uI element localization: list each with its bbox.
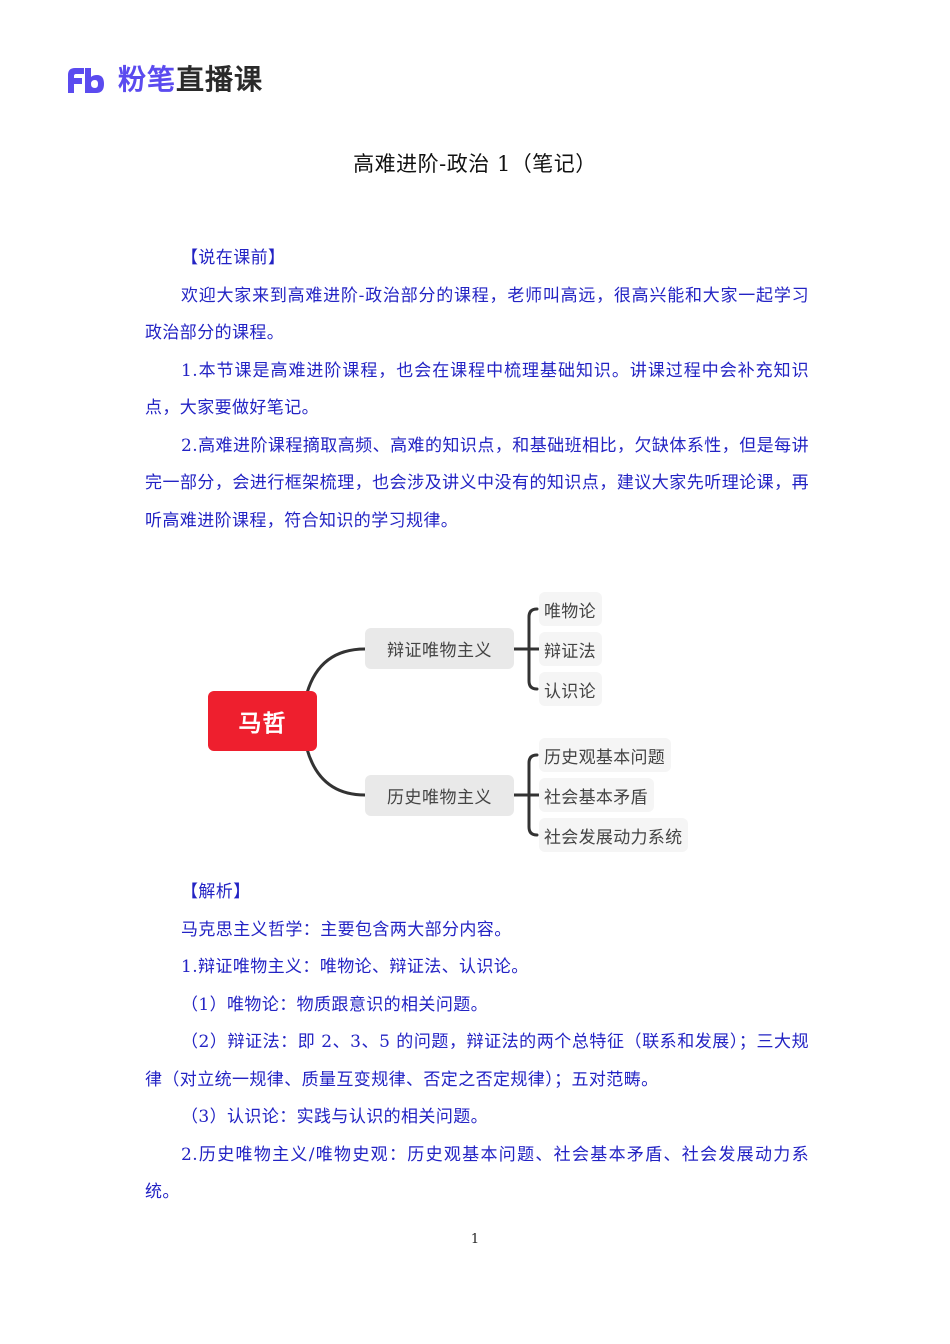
analysis-paragraph: （2）辩证法：即 2、3、5 的问题，辩证法的两个总特征（联系和发展）；三大规律… — [145, 1032, 809, 1090]
mind-map: 马哲 辩证唯物主义 唯物论 辩证法 认识论 历史唯物主义 历史观基本问题 社会基… — [200, 585, 720, 855]
mind-map-leaf-node: 认识论 — [539, 672, 602, 706]
analysis-paragraph: （1）唯物论：物质跟意识的相关问题。 — [181, 994, 489, 1015]
mind-map-leaf-node: 社会基本矛盾 — [539, 778, 654, 812]
analysis-paragraph: 1.辩证唯物主义：唯物论、辩证法、认识论。 — [181, 957, 529, 977]
document-title: 高难进阶-政治 1（笔记） — [353, 152, 597, 176]
intro-paragraph: 欢迎大家来到高难进阶-政治部分的课程，老师叫高远，很高兴能和大家一起学习政治部分… — [145, 285, 809, 344]
mind-map-leaf-node: 辩证法 — [539, 632, 602, 666]
intro-paragraph: 1.本节课是高难进阶课程，也会在课程中梳理基础知识。讲课过程中会补充知识点，大家… — [145, 360, 809, 419]
mind-map-branch-node: 辩证唯物主义 — [365, 628, 514, 669]
page-number: 1 — [470, 1232, 480, 1247]
brand-name-primary: 粉笔 — [118, 63, 177, 96]
brand-name-secondary: 直播课 — [176, 63, 264, 96]
intro-paragraph: 2.高难进阶课程摘取高频、高难的知识点，和基础班相比，欠缺体系性，但是每讲完一部… — [145, 435, 809, 531]
analysis-label: 【解析】 — [181, 882, 251, 902]
mind-map-leaf-node: 社会发展动力系统 — [539, 818, 689, 852]
fenbi-fb-logo-icon — [68, 68, 104, 93]
analysis-paragraph: 马克思主义哲学：主要包含两大部分内容。 — [181, 919, 512, 940]
intro-section: 【说在课前】 欢迎大家来到高难进阶-政治部分的课程，老师叫高远，很高兴能和大家一… — [145, 240, 809, 540]
analysis-section: 【解析】 马克思主义哲学：主要包含两大部分内容。 1.辩证唯物主义：唯物论、辩证… — [145, 874, 809, 1212]
analysis-paragraph: （3）认识论：实践与认识的相关问题。 — [181, 1107, 489, 1127]
analysis-paragraph: 2.历史唯物主义/唯物史观：历史观基本问题、社会基本矛盾、社会发展动力系统。 — [145, 1144, 809, 1203]
mind-map-root-node: 马哲 — [208, 691, 317, 751]
mind-map-leaf-node: 历史观基本问题 — [539, 738, 672, 772]
brand-logo: 粉笔直播课 — [66, 62, 263, 98]
mind-map-connectors — [305, 607, 541, 837]
mind-map-leaf-node: 唯物论 — [539, 592, 602, 626]
intro-label: 【说在课前】 — [181, 248, 286, 268]
brand-name: 粉笔直播课 — [118, 62, 263, 98]
mind-map-branch-node: 历史唯物主义 — [365, 775, 514, 816]
